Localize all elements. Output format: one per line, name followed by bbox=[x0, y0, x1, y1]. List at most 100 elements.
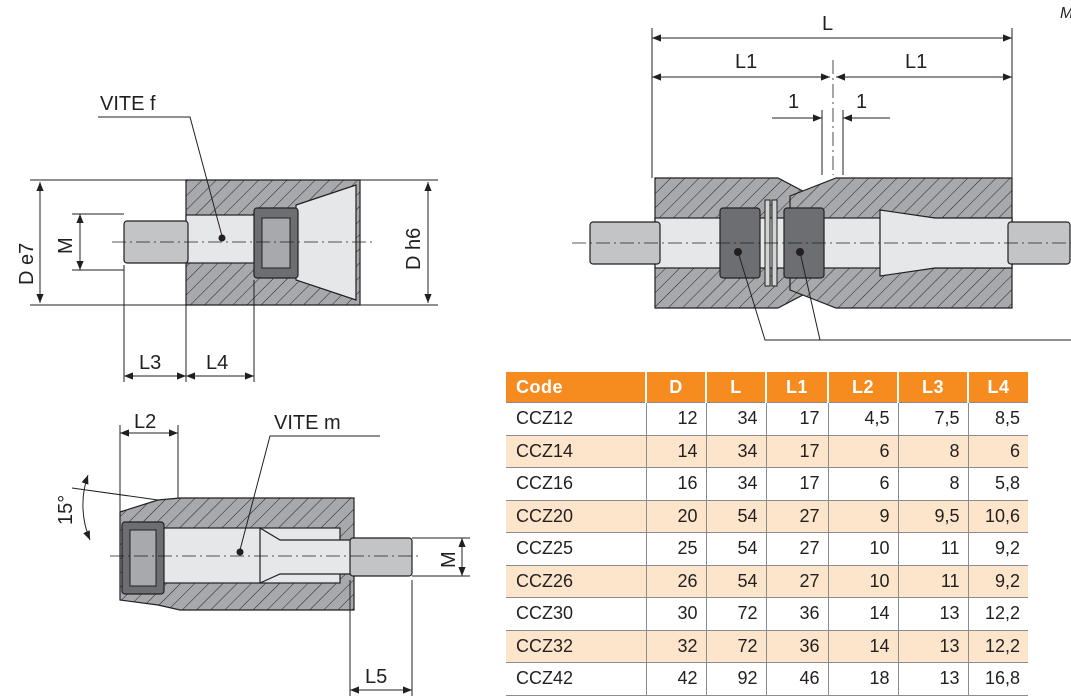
cell-d: 26 bbox=[645, 565, 706, 598]
vite-m-label: VITE m bbox=[274, 412, 341, 434]
cell-l2: 10 bbox=[827, 532, 898, 566]
cell-l4: 10,6 bbox=[967, 500, 1028, 533]
cell-l2: 14 bbox=[827, 597, 898, 631]
table-header-row: Code D L L1 L2 L3 L4 bbox=[506, 372, 1028, 403]
cell-l2: 9 bbox=[827, 500, 898, 533]
cell-l4: 12,2 bbox=[967, 630, 1028, 663]
table-row: CCZ16 16 34 17 6 8 5,8 bbox=[506, 467, 1028, 501]
cell-l2: 4,5 bbox=[827, 402, 898, 436]
table-row: CCZ26 26 54 27 10 11 9,2 bbox=[506, 565, 1028, 598]
cell-l2: 6 bbox=[827, 467, 898, 501]
cell-l4: 9,2 bbox=[967, 565, 1028, 598]
cell-l: 54 bbox=[705, 500, 766, 533]
cell-code: CCZ25 bbox=[506, 532, 646, 566]
vite-f-label: VITE f bbox=[100, 93, 156, 115]
assembly-view bbox=[572, 28, 1071, 341]
cell-l: 34 bbox=[705, 467, 766, 501]
cell-d: 30 bbox=[645, 597, 706, 631]
cell-l3: 13 bbox=[897, 662, 968, 696]
cell-l3: 11 bbox=[897, 532, 968, 566]
cell-code: CCZ14 bbox=[506, 435, 646, 468]
dim-m-bottom: M bbox=[438, 551, 460, 568]
dim-d-h6: D h6 bbox=[403, 228, 425, 270]
cell-d: 14 bbox=[645, 435, 706, 468]
dim-l4: L4 bbox=[206, 352, 228, 374]
col-header-code: Code bbox=[506, 372, 646, 403]
cell-l: 34 bbox=[705, 402, 766, 436]
col-header-l2: L2 bbox=[827, 372, 898, 403]
cell-l1: 27 bbox=[765, 500, 828, 533]
col-header-l4: L4 bbox=[967, 372, 1028, 403]
cell-l4: 9,2 bbox=[967, 532, 1028, 566]
male-adaptor-view bbox=[71, 425, 470, 696]
angle-15: 15° bbox=[55, 495, 77, 525]
cell-d: 20 bbox=[645, 500, 706, 533]
col-header-d: D bbox=[645, 372, 706, 403]
table-row: CCZ14 14 34 17 6 8 6 bbox=[506, 435, 1028, 468]
cell-l3: 9,5 bbox=[897, 500, 968, 533]
dimensions-table: Code D L L1 L2 L3 L4 CCZ12 12 34 17 4,5 … bbox=[506, 372, 1028, 696]
cell-l1: 36 bbox=[765, 630, 828, 663]
cell-code: CCZ42 bbox=[506, 662, 646, 696]
cell-l3: 7,5 bbox=[897, 402, 968, 436]
cell-d: 32 bbox=[645, 630, 706, 663]
cell-d: 16 bbox=[645, 467, 706, 501]
cell-l: 54 bbox=[705, 565, 766, 598]
cell-l1: 17 bbox=[765, 467, 828, 501]
cell-code: CCZ12 bbox=[506, 402, 646, 436]
cell-code: CCZ30 bbox=[506, 597, 646, 631]
cell-l3: 8 bbox=[897, 435, 968, 468]
cell-l3: 8 bbox=[897, 467, 968, 501]
dim-d-e7: D e7 bbox=[16, 243, 38, 285]
cell-l1: 17 bbox=[765, 435, 828, 468]
col-header-l1: L1 bbox=[765, 372, 828, 403]
cell-l1: 27 bbox=[765, 565, 828, 598]
table-row: CCZ25 25 54 27 10 11 9,2 bbox=[506, 532, 1028, 566]
table-row: CCZ20 20 54 27 9 9,5 10,6 bbox=[506, 500, 1028, 533]
dim-m-top: M bbox=[55, 237, 77, 254]
table-row: CCZ30 30 72 36 14 13 12,2 bbox=[506, 597, 1028, 631]
cell-l3: 11 bbox=[897, 565, 968, 598]
cell-l4: 5,8 bbox=[967, 467, 1028, 501]
cell-l4: 12,2 bbox=[967, 597, 1028, 631]
cell-l: 54 bbox=[705, 532, 766, 566]
dim-l1-right: L1 bbox=[905, 51, 927, 73]
dim-l2: L2 bbox=[134, 411, 156, 433]
dim-l1-left: L1 bbox=[735, 51, 757, 73]
cell-d: 42 bbox=[645, 662, 706, 696]
cell-code: CCZ20 bbox=[506, 500, 646, 533]
dim-l: L bbox=[822, 13, 833, 35]
cell-code: CCZ26 bbox=[506, 565, 646, 598]
cell-l2: 6 bbox=[827, 435, 898, 468]
female-adaptor-view bbox=[30, 116, 438, 382]
cell-code: CCZ16 bbox=[506, 467, 646, 501]
cell-l: 72 bbox=[705, 630, 766, 663]
cell-l: 34 bbox=[705, 435, 766, 468]
cell-l2: 10 bbox=[827, 565, 898, 598]
cell-l3: 13 bbox=[897, 597, 968, 631]
dim-gap-left: 1 bbox=[788, 91, 799, 113]
cell-l1: 27 bbox=[765, 532, 828, 566]
corner-mark: M bbox=[1060, 5, 1071, 22]
col-header-l3: L3 bbox=[897, 372, 968, 403]
table-row: CCZ32 32 72 36 14 13 12,2 bbox=[506, 630, 1028, 663]
col-header-l: L bbox=[705, 372, 766, 403]
cell-l4: 16,8 bbox=[967, 662, 1028, 696]
table-row: CCZ12 12 34 17 4,5 7,5 8,5 bbox=[506, 402, 1028, 436]
cell-l4: 6 bbox=[967, 435, 1028, 468]
cell-d: 25 bbox=[645, 532, 706, 566]
cell-code: CCZ32 bbox=[506, 630, 646, 663]
cell-l1: 46 bbox=[765, 662, 828, 696]
cell-l2: 14 bbox=[827, 630, 898, 663]
cell-l3: 13 bbox=[897, 630, 968, 663]
cell-l1: 36 bbox=[765, 597, 828, 631]
cell-l: 92 bbox=[705, 662, 766, 696]
cell-l2: 18 bbox=[827, 662, 898, 696]
cell-l: 72 bbox=[705, 597, 766, 631]
dim-l5: L5 bbox=[365, 666, 387, 688]
table-row: CCZ42 42 92 46 18 13 16,8 bbox=[506, 662, 1028, 696]
cell-l1: 17 bbox=[765, 402, 828, 436]
cell-l4: 8,5 bbox=[967, 402, 1028, 436]
cell-d: 12 bbox=[645, 402, 706, 436]
